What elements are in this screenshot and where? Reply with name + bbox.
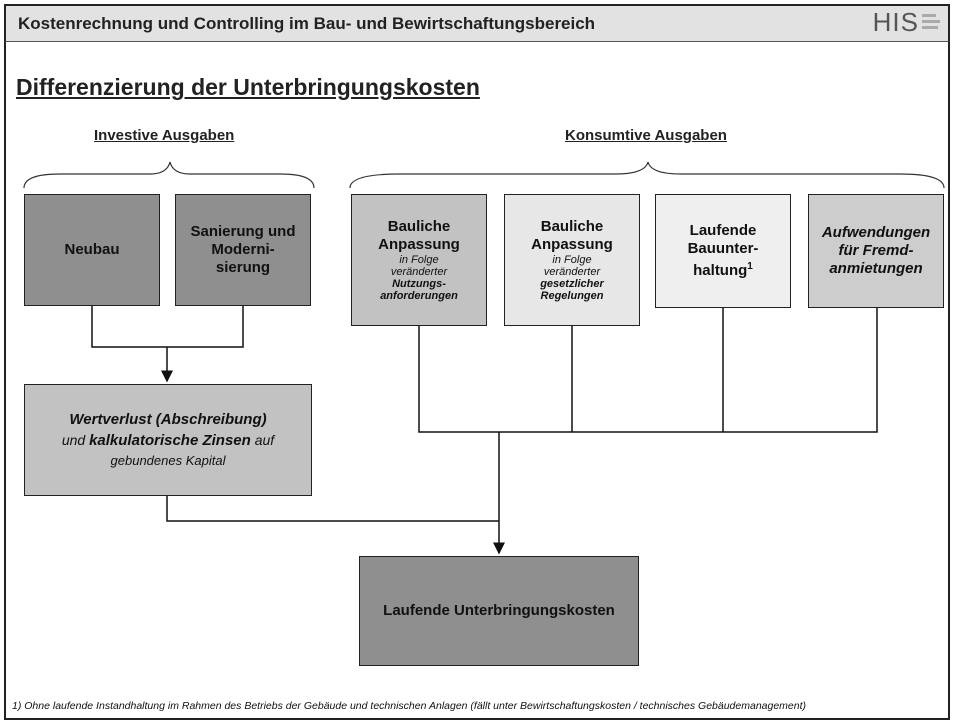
footnote: 1) Ohne laufende Instandhaltung im Rahme… bbox=[12, 700, 807, 712]
wertverlust-l2c: auf bbox=[250, 431, 275, 448]
box-bauliche-anpassung-nutzung: Bauliche Anpassung in Folge veränderter … bbox=[351, 194, 487, 326]
box-neubau: Neubau bbox=[24, 194, 160, 306]
header-bar: Kostenrechnung und Controlling im Bau- u… bbox=[4, 4, 950, 42]
box-wertverlust: Wertverlust (Abschreibung) und kalkulato… bbox=[24, 384, 312, 496]
result-label: Laufende Unterbringungskosten bbox=[383, 602, 615, 619]
box-sanierung: Sanierung und Moderni- sierung bbox=[175, 194, 311, 306]
box-aufwendungen-fremdanmietungen: Aufwendungen für Fremd- anmietungen bbox=[808, 194, 944, 308]
box-b2-title2: Anpassung bbox=[531, 236, 613, 253]
his-logo: HIS bbox=[873, 8, 940, 36]
box-b1-sub1: in Folge bbox=[399, 254, 439, 266]
box-lb-line3-wrap: haltung1 bbox=[693, 258, 753, 280]
group-label-konsumtive: Konsumtive Ausgaben bbox=[565, 127, 727, 144]
box-b2-sub1: in Folge bbox=[552, 254, 592, 266]
box-lb-line1: Laufende bbox=[689, 222, 757, 239]
box-b1-title2: Anpassung bbox=[378, 236, 460, 253]
box-af-line1: Aufwendungen bbox=[821, 224, 931, 241]
brace-investive bbox=[23, 161, 315, 189]
box-af-line3: anmietungen bbox=[829, 260, 923, 277]
footnote-marker: 1 bbox=[747, 261, 753, 272]
logo-text: HIS bbox=[872, 7, 919, 37]
header-title: Kostenrechnung und Controlling im Bau- u… bbox=[18, 14, 596, 33]
group-label-investive: Investive Ausgaben bbox=[94, 127, 235, 144]
box-b1-subbold1: Nutzungs- bbox=[392, 278, 446, 290]
wertverlust-line2: und kalkulatorische Zinsen auf bbox=[62, 430, 274, 451]
wertverlust-line3: gebundenes Kapital bbox=[110, 452, 226, 468]
box-b1-subbold2: anforderungen bbox=[380, 290, 458, 302]
box-b1-sub2: veränderter bbox=[390, 266, 448, 278]
box-b2-subbold1: gesetzlicher bbox=[540, 278, 604, 290]
box-neubau-label: Neubau bbox=[64, 241, 120, 258]
box-b2-subbold2: Regelungen bbox=[540, 290, 604, 302]
box-sanierung-line3: sierung bbox=[215, 259, 271, 276]
wertverlust-l2b: kalkulatorische Zinsen bbox=[89, 431, 251, 449]
wertverlust-line1: Wertverlust (Abschreibung) bbox=[69, 410, 267, 428]
box-sanierung-line1: Sanierung und bbox=[190, 223, 296, 240]
box-af-line2: für Fremd- bbox=[838, 242, 914, 259]
brace-konsumtive bbox=[349, 161, 945, 189]
box-lb-line3: haltung bbox=[693, 262, 748, 279]
box-sanierung-line2: Moderni- bbox=[211, 241, 275, 258]
box-b2-title1: Bauliche bbox=[540, 218, 604, 235]
box-bauliche-anpassung-gesetz: Bauliche Anpassung in Folge veränderter … bbox=[504, 194, 640, 326]
box-laufende-unterbringungskosten: Laufende Unterbringungskosten bbox=[359, 556, 639, 666]
box-lb-line2: Bauunter- bbox=[687, 240, 759, 257]
box-b1-title1: Bauliche bbox=[387, 218, 451, 235]
logo-lines-icon bbox=[922, 14, 940, 29]
page-title: Differenzierung der Unterbringungskosten bbox=[16, 74, 480, 100]
box-b2-sub2: veränderter bbox=[543, 266, 601, 278]
wertverlust-l2a: und bbox=[61, 431, 90, 448]
box-laufende-bauunterhaltung: Laufende Bauunter- haltung1 bbox=[655, 194, 791, 308]
